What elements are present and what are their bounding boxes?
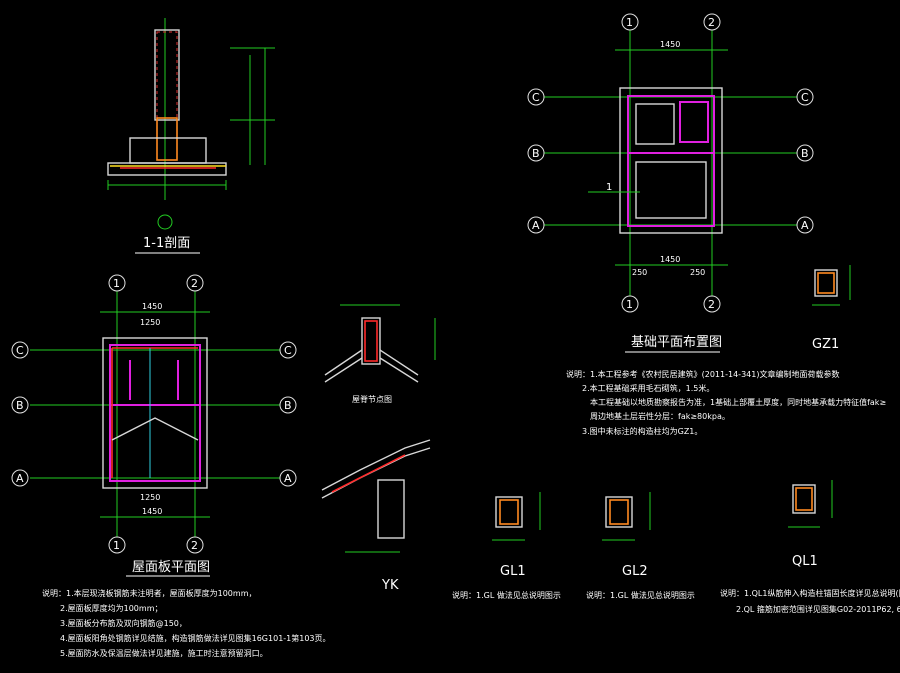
svg-text:1: 1 (626, 298, 633, 311)
gl1-detail: GL1 说明：1.GL 做法见总说明图示 (452, 492, 561, 600)
axis-bubble-1-top (621, 13, 639, 31)
axis-bubble-1-bottom (621, 295, 639, 313)
section-title: 1-1剖面 (143, 236, 190, 251)
svg-text:A: A (801, 219, 809, 232)
axis-bubble-b-left (527, 144, 545, 162)
svg-text:1250: 1250 (140, 493, 160, 502)
svg-text:3.屋面板分布筋及双向钢筋@150，: 3.屋面板分布筋及双向钢筋@150， (60, 618, 187, 628)
foundation-plan: 1 1 2 1 2 C B A C B A 基础平面布置图 (527, 13, 814, 353)
svg-text:1450: 1450 (660, 40, 680, 49)
yk-label: YK (381, 578, 399, 593)
section-1-1: 1-1剖面 (107, 18, 275, 254)
svg-text:C: C (16, 344, 24, 357)
roof-axis-c-left (11, 341, 29, 359)
roof-axis-a-right (279, 469, 297, 487)
svg-text:C: C (532, 91, 540, 104)
svg-text:说明：1.QL1纵筋伸入构造柱锚固长度详见总说明(附图): 说明：1.QL1纵筋伸入构造柱锚固长度详见总说明(附图) (720, 588, 900, 598)
svg-text:4.屋面板阳角处钢筋详见结施，构造钢筋做法详见图集16G10: 4.屋面板阳角处钢筋详见结施，构造钢筋做法详见图集16G101-1第103页。 (60, 633, 331, 643)
svg-text:B: B (532, 147, 540, 160)
axis-bubble-2-top (703, 13, 721, 31)
svg-text:A: A (532, 219, 540, 232)
dimension-labels: 1450 1450 1450 1450 1250 1250 250 250 (140, 40, 705, 516)
svg-text:5.屋面防水及保温层做法详见建施，施工时注意预留洞口。: 5.屋面防水及保温层做法详见建施，施工时注意预留洞口。 (60, 648, 268, 658)
svg-text:2: 2 (191, 277, 198, 290)
svg-text:说明：1.本工程参考《农村民居建筑》(2011-14-341: 说明：1.本工程参考《农村民居建筑》(2011-14-341)文章编制地面荷载参… (566, 369, 839, 379)
svg-text:说明：1.本层现浇板钢筋未注明者，屋面板厚度为100mm，: 说明：1.本层现浇板钢筋未注明者，屋面板厚度为100mm， (42, 588, 257, 598)
roof-slab-plan: 1 2 1 2 C B A C B A 屋面板平面图 (11, 274, 297, 577)
roof-axis-1-top (108, 274, 126, 292)
svg-text:B: B (284, 399, 292, 412)
svg-text:说明：1.GL 做法见总说明图示: 说明：1.GL 做法见总说明图示 (586, 590, 695, 600)
svg-text:1450: 1450 (142, 302, 162, 311)
ql1-label: QL1 (792, 554, 818, 569)
svg-text:2: 2 (708, 298, 715, 311)
roof-axis-2-bottom (186, 536, 204, 554)
svg-text:A: A (16, 472, 24, 485)
foundation-notes: 说明：1.本工程参考《农村民居建筑》(2011-14-341)文章编制地面荷载参… (566, 369, 886, 436)
axis-bubble-a-left (527, 216, 545, 234)
svg-text:3.图中未标注的构造柱均为GZ1。: 3.图中未标注的构造柱均为GZ1。 (582, 426, 702, 436)
svg-text:本工程基础以地质勘察报告为准，1基础上部覆土厚度，同时地基承: 本工程基础以地质勘察报告为准，1基础上部覆土厚度，同时地基承载力特征值fak≥ (590, 397, 886, 407)
roof-axis-a-left (11, 469, 29, 487)
axis-bubble-c-left (527, 88, 545, 106)
ql1-detail: QL1 说明：1.QL1纵筋伸入构造柱锚固长度详见总说明(附图) 2.QL 箍筋… (720, 480, 900, 614)
svg-text:2: 2 (708, 16, 715, 29)
svg-text:1: 1 (113, 539, 120, 552)
gl2-detail: GL2 说明：1.GL 做法见总说明图示 (586, 492, 695, 600)
svg-text:1450: 1450 (142, 507, 162, 516)
roof-axis-b-right (279, 396, 297, 414)
roof-axis-2-top (186, 274, 204, 292)
svg-text:2.本工程基础采用毛石砌筑，1.5米。: 2.本工程基础采用毛石砌筑，1.5米。 (582, 383, 714, 393)
svg-text:1450: 1450 (660, 255, 680, 264)
gz1-label: GZ1 (812, 337, 839, 352)
axis-bubble-c-right (796, 88, 814, 106)
svg-text:2.QL 箍筋加密范围详见图集G02-2011P62, 64: 2.QL 箍筋加密范围详见图集G02-2011P62, 64. (736, 604, 900, 614)
svg-text:250: 250 (632, 268, 647, 277)
axis-bubble-2-bottom (703, 295, 721, 313)
axis-bubble-b-right (796, 144, 814, 162)
svg-text:1250: 1250 (140, 318, 160, 327)
gl2-label: GL2 (622, 564, 648, 579)
svg-text:250: 250 (690, 268, 705, 277)
svg-text:1: 1 (626, 16, 633, 29)
svg-text:B: B (16, 399, 24, 412)
svg-text:A: A (284, 472, 292, 485)
plan-mark: 1 (606, 182, 612, 193)
yk-detail: YK (321, 439, 431, 593)
gl1-label: GL1 (500, 564, 526, 579)
gz1-detail: GZ1 (812, 265, 851, 352)
foundation-plan-title: 基础平面布置图 (631, 335, 722, 350)
roof-axis-b-left (11, 396, 29, 414)
svg-text:2: 2 (191, 539, 198, 552)
roof-node-title: 屋脊节点图 (352, 394, 392, 404)
svg-text:C: C (284, 344, 292, 357)
svg-text:说明：1.GL 做法见总说明图示: 说明：1.GL 做法见总说明图示 (452, 590, 561, 600)
roof-axis-c-right (279, 341, 297, 359)
roof-plan-title: 屋面板平面图 (132, 560, 210, 575)
roof-ridge-node: 屋脊节点图 (324, 304, 436, 404)
roof-notes: 说明：1.本层现浇板钢筋未注明者，屋面板厚度为100mm， 2.屋面板厚度均为1… (42, 588, 331, 658)
svg-text:2.屋面板厚度均为100mm；: 2.屋面板厚度均为100mm； (60, 603, 163, 613)
roof-axis-1-bottom (108, 536, 126, 554)
svg-text:C: C (801, 91, 809, 104)
axis-bubble-a-right (796, 216, 814, 234)
svg-text:1: 1 (113, 277, 120, 290)
svg-text:周边地基土层岩性分层：fak≥80kpa。: 周边地基土层岩性分层：fak≥80kpa。 (590, 411, 730, 421)
svg-text:B: B (801, 147, 809, 160)
